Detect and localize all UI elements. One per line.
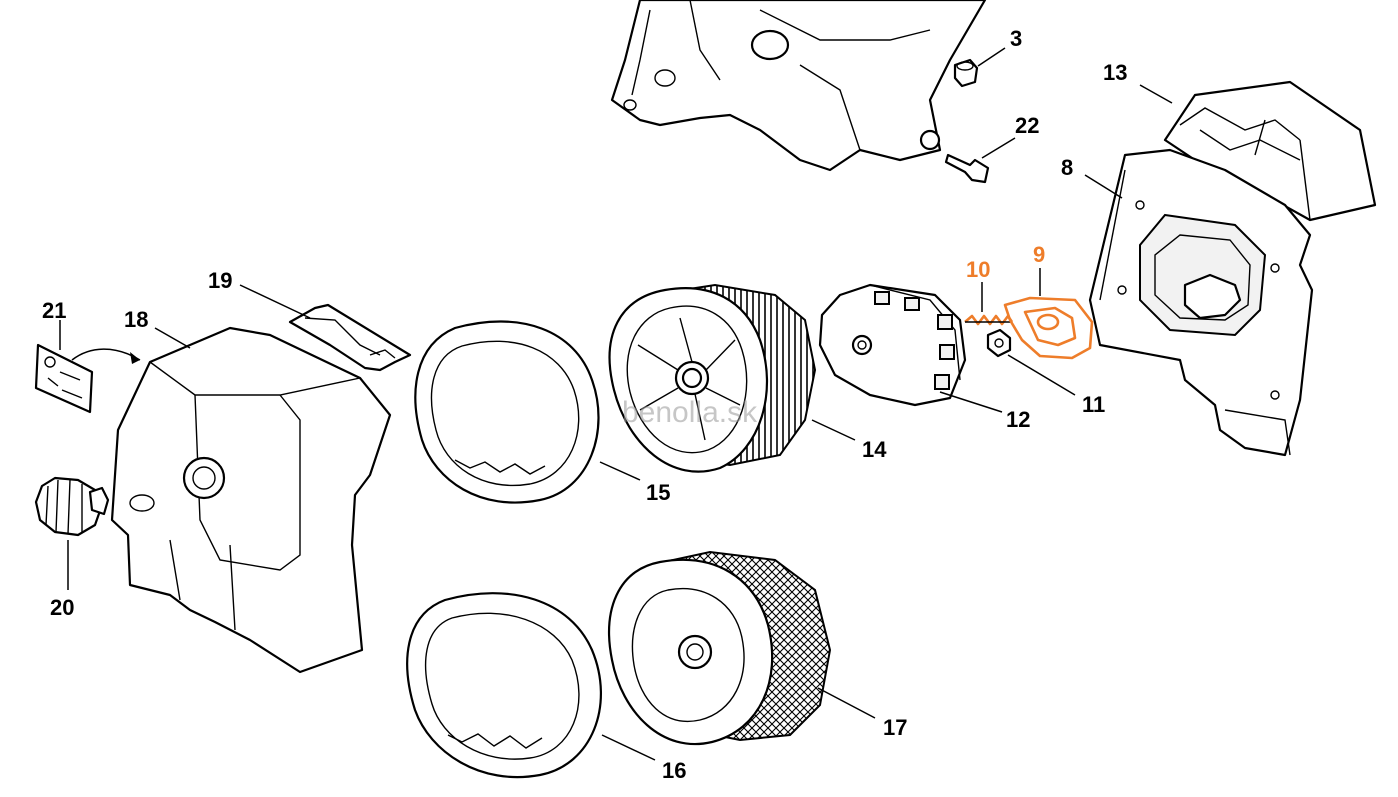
top-housing <box>610 0 987 172</box>
callout-17: 17 <box>883 715 907 740</box>
callout-12: 12 <box>1006 407 1030 432</box>
callout-19: 19 <box>208 268 232 293</box>
callout-18: 18 <box>124 307 148 332</box>
callout-15: 15 <box>646 480 670 505</box>
callout-3: 3 <box>1010 26 1022 51</box>
callout-8: 8 <box>1061 155 1073 180</box>
part-20-knob <box>34 476 110 590</box>
part-15-filter-band <box>414 320 641 504</box>
part-16-filter-band <box>406 592 656 779</box>
callout-20: 20 <box>50 595 74 620</box>
callout-11: 11 <box>1082 392 1105 417</box>
part-8-base-plate <box>1084 148 1314 457</box>
part-12-prefilter <box>818 283 1003 413</box>
part-22-screw <box>944 137 1016 184</box>
callout-labels: 3 22 13 8 10 9 11 12 14 15 16 17 18 19 2… <box>42 26 1127 783</box>
part-11-nut <box>986 328 1076 396</box>
part-3-grommet <box>953 47 1006 88</box>
part-9-lever <box>1003 268 1094 360</box>
callout-21: 21 <box>42 298 66 323</box>
part-19-plate <box>239 284 412 372</box>
part-10-spring <box>964 282 1014 326</box>
part-13-top-cover <box>1139 80 1377 222</box>
callout-9: 9 <box>1033 242 1045 267</box>
callout-13: 13 <box>1103 60 1127 85</box>
part-17-mesh-filter <box>608 550 876 745</box>
callout-14: 14 <box>862 437 887 462</box>
callout-16: 16 <box>662 758 686 783</box>
callout-22: 22 <box>1015 113 1039 138</box>
part-21-label <box>34 320 141 414</box>
part-14-main-filter <box>608 283 856 473</box>
callout-10: 10 <box>966 257 990 282</box>
part-18-filter-cover <box>110 326 392 674</box>
watermark-text: benolla.sk <box>622 396 758 429</box>
